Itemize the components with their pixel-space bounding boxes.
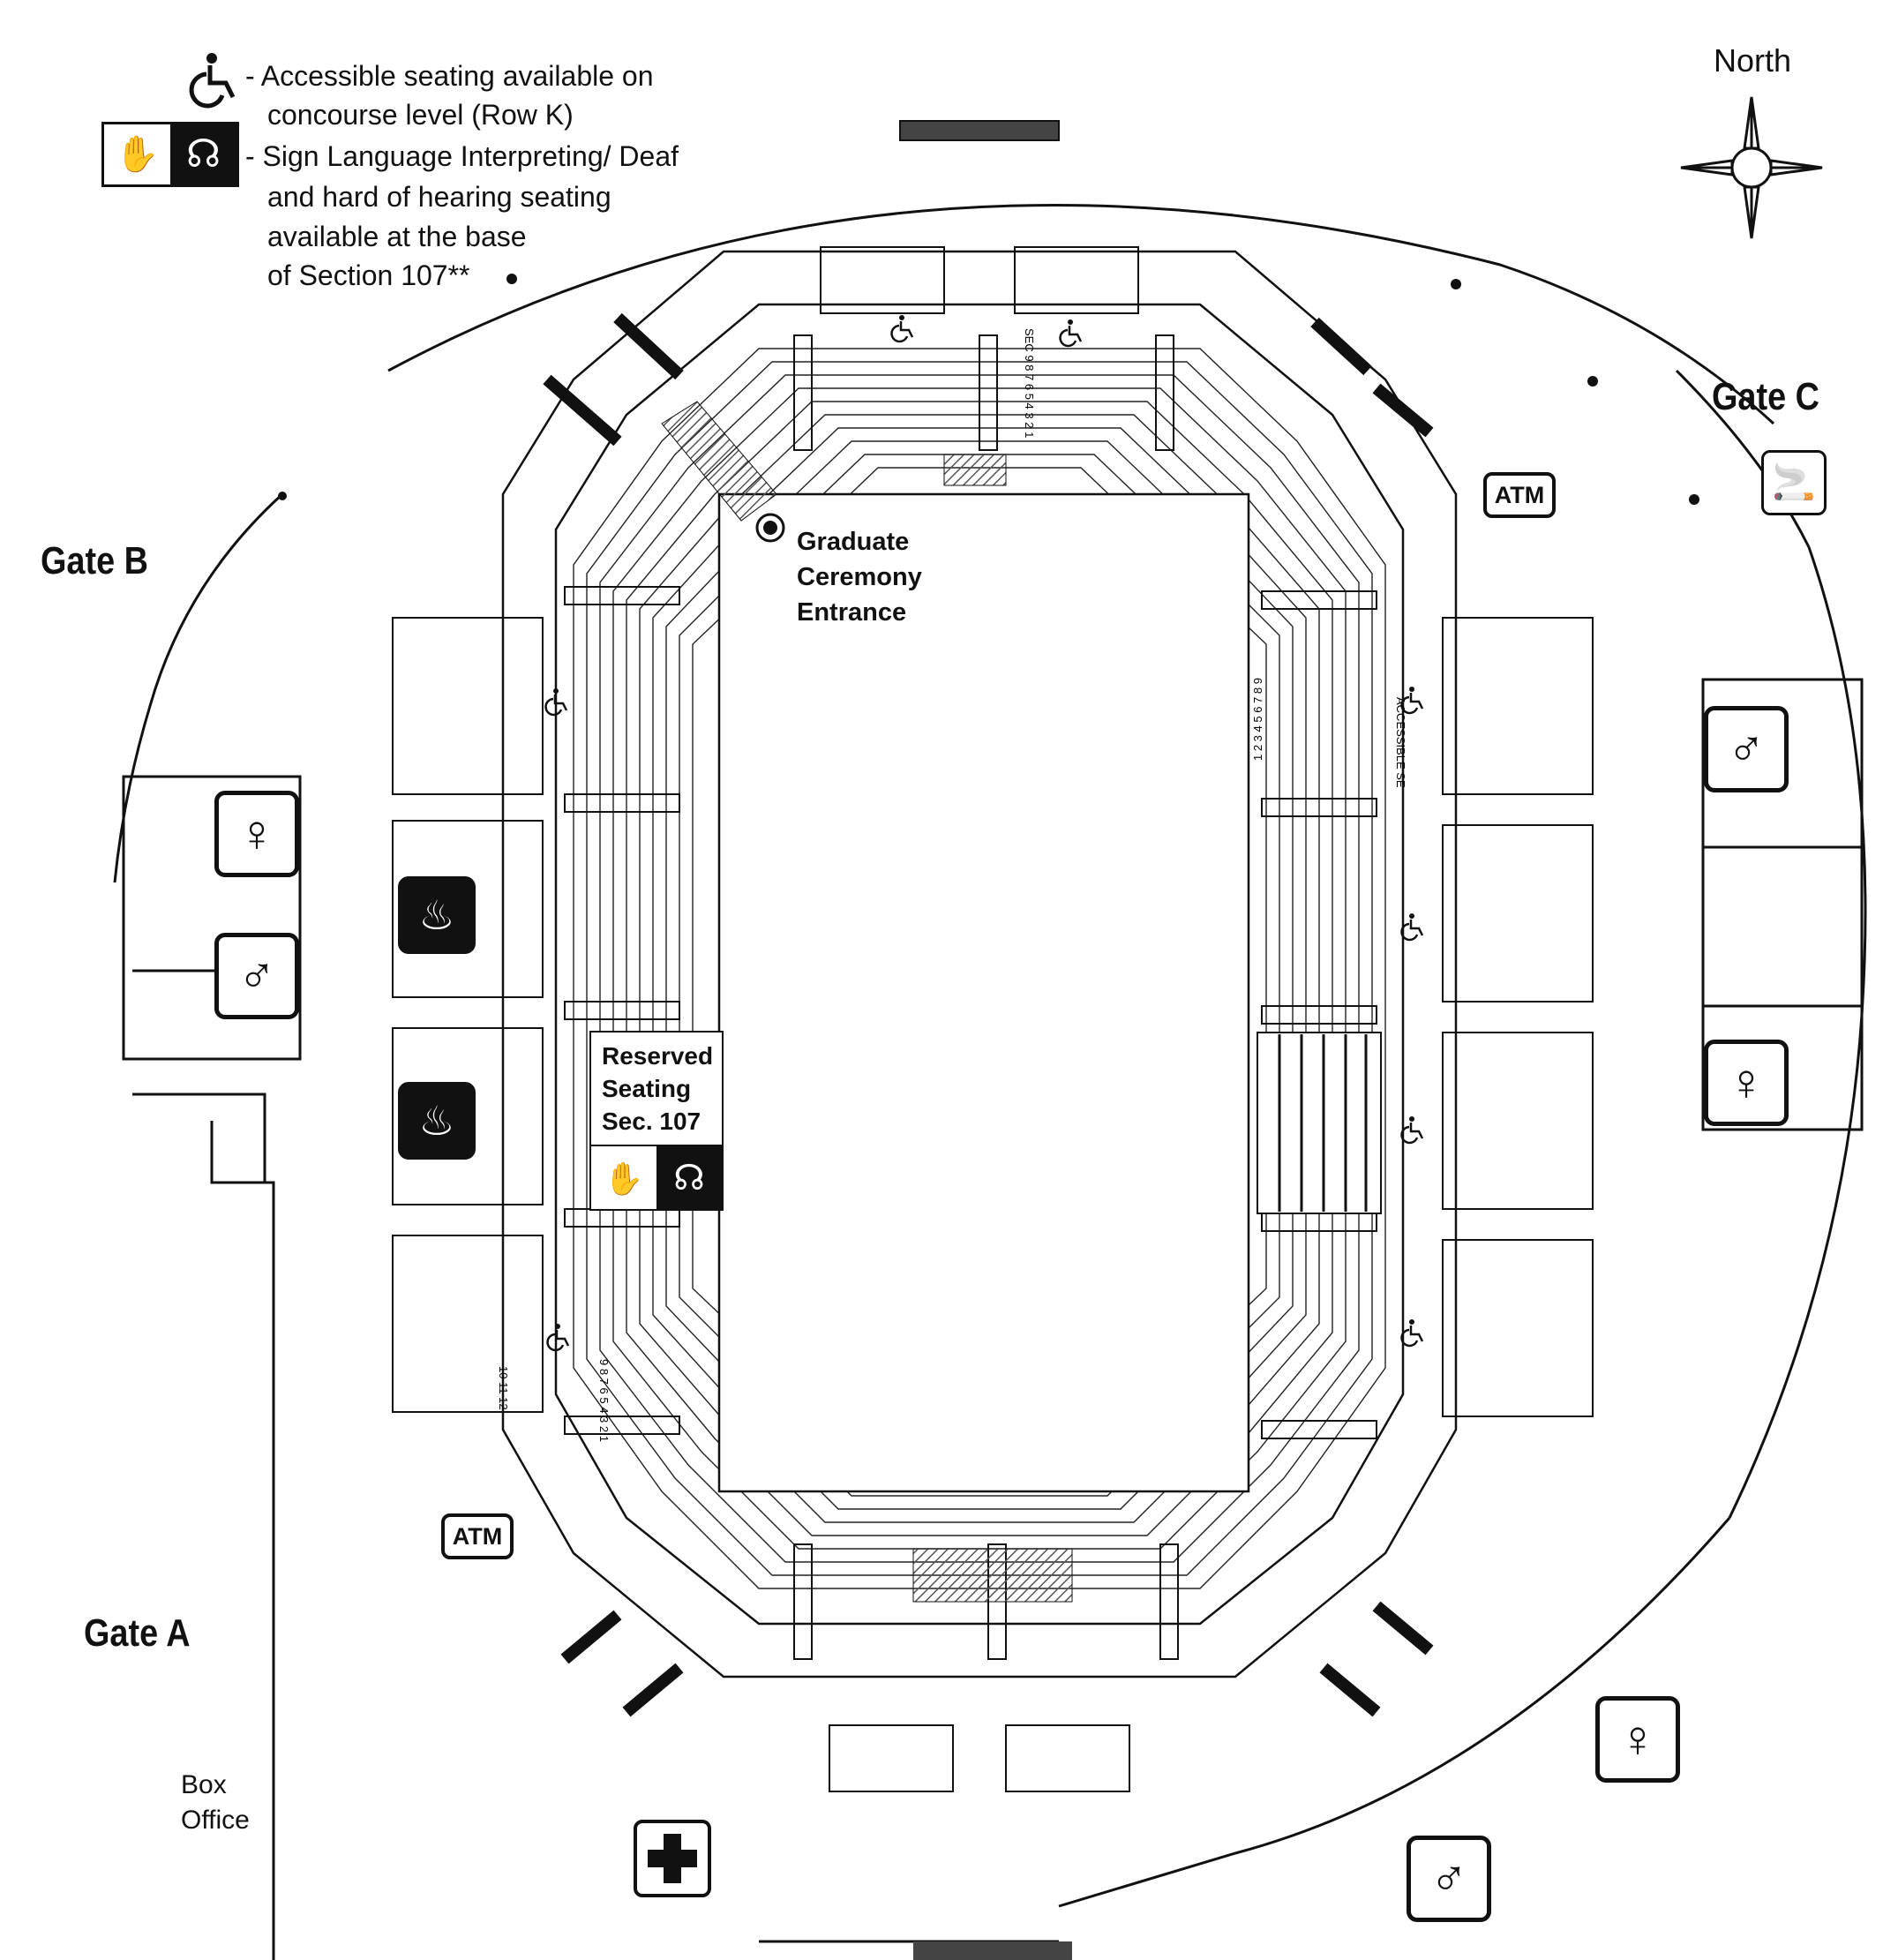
east-accessible-label: ACCESSIBLE SE (1394, 697, 1407, 788)
mens-restroom-icon: ♂ (214, 933, 299, 1019)
east-vertical-seating (1257, 1032, 1382, 1214)
atm-southwest: ATM (441, 1513, 514, 1559)
legend-wheelchair-icon (191, 53, 233, 106)
north-row-label: SEC 9 8 7 6 5 4 3 2 1 (1023, 328, 1036, 438)
gate-a-label: Gate A (84, 1611, 191, 1655)
graduate-entrance-marker (755, 513, 785, 543)
building-outline (113, 204, 1867, 1960)
south-hatched-block (912, 1548, 1073, 1603)
concourse-ring (501, 250, 1458, 1678)
vomitory-bars (543, 312, 1434, 1717)
reserved-seating-box: Reserved Seating Sec. 107 ✋ ☊ (589, 1031, 724, 1211)
west-extra-label: 10 11 12 (497, 1366, 510, 1410)
sign-language-icon: ✋ (104, 124, 170, 184)
mens-restroom-icon: ♂ (1704, 706, 1789, 792)
north-hatched-block (943, 454, 1007, 486)
atm-northeast: ATM (1483, 472, 1556, 518)
womens-restroom-icon: ♀ (1595, 1696, 1680, 1783)
womens-restroom-icon: ♀ (214, 791, 299, 877)
suite-rooms (392, 246, 1594, 1792)
restaurant-icon: ♨ (398, 1082, 476, 1160)
north-scoreboard (899, 120, 1060, 141)
legend-sign-line1: - Sign Language Interpreting/ Deaf (245, 140, 679, 172)
east-row-label: 1 2 3 4 5 6 7 8 9 (1251, 678, 1264, 761)
legend-sign-line3: available at the base (267, 221, 527, 252)
northwest-hatched-block (661, 401, 777, 522)
arena-floor (717, 492, 1250, 1493)
graduate-entrance-label: Graduate Ceremony Entrance (797, 528, 922, 627)
gate-b-label: Gate B (41, 539, 148, 582)
legend-sign-line2: and hard of hearing seating (267, 181, 611, 213)
restaurant-icon: ♨ (398, 876, 476, 954)
reserved-sign-language-icon: ✋ (591, 1145, 656, 1211)
compass-north-label: North (1714, 42, 1792, 79)
south-scoreboard (913, 1941, 1072, 1960)
legend-accessible-line1: - Accessible seating available on (245, 60, 654, 92)
hearing-loop-icon: ☊ (170, 124, 236, 184)
first-aid-icon (634, 1820, 711, 1897)
west-row-label: 9 8 7 6 5 4 3 2 1 (597, 1359, 611, 1442)
box-office-label: Box Office (181, 1770, 250, 1835)
mens-restroom-icon: ♂ (1407, 1836, 1491, 1922)
smoking-area-icon: 🚬 (1761, 450, 1827, 515)
reserved-hearing-loop-icon: ☊ (656, 1145, 722, 1211)
compass-icon (1680, 96, 1823, 239)
aisle-stairs (564, 334, 1377, 1660)
legend-accessible-line2: concourse level (Row K) (267, 99, 574, 131)
legend-access-icons: ✋ ☊ (101, 122, 239, 187)
womens-restroom-icon: ♀ (1704, 1040, 1789, 1126)
gate-c-label: Gate C (1712, 375, 1819, 418)
legend-sign-line4: of Section 107** (267, 259, 470, 291)
